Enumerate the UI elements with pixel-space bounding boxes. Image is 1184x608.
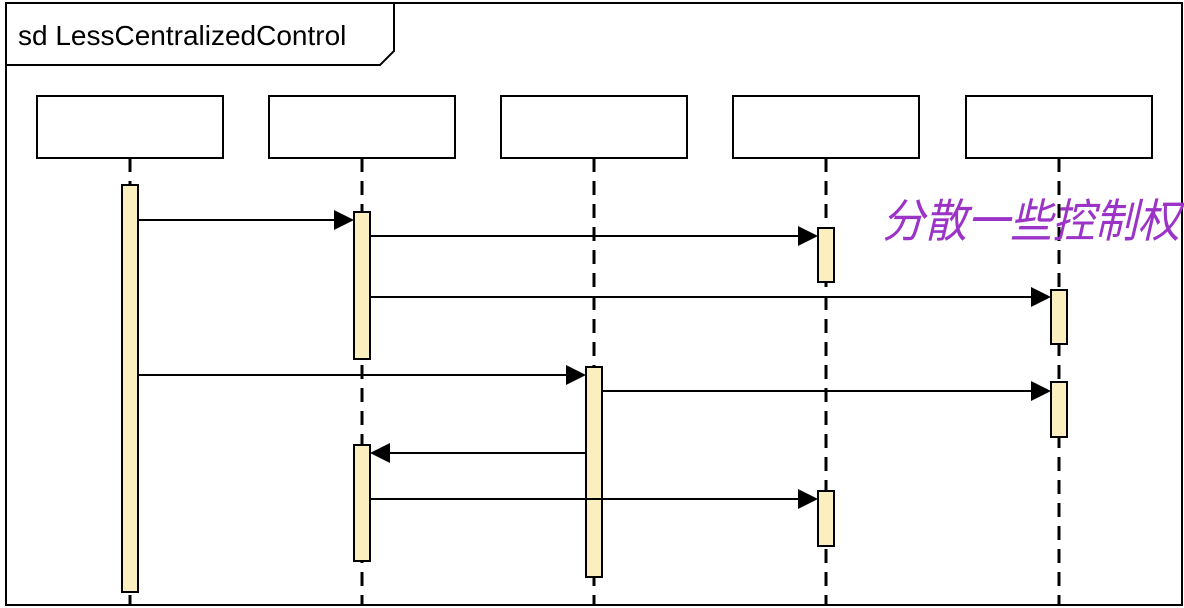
handwritten-note: 分散一些控制权 xyxy=(882,194,1184,248)
activation-bar xyxy=(1050,381,1068,438)
lifeline-head-4 xyxy=(732,95,920,159)
message-arrowhead xyxy=(798,226,818,246)
frame-title-tab xyxy=(6,3,395,66)
activations xyxy=(121,184,1068,593)
activation-bar xyxy=(585,366,603,578)
message-arrowhead xyxy=(1031,287,1051,307)
lifeline-head-5 xyxy=(965,95,1153,159)
message-arrowhead xyxy=(370,443,390,463)
activation-bar xyxy=(817,227,835,283)
message-arrowhead xyxy=(334,210,354,230)
lifeline-head-3 xyxy=(500,95,688,159)
activation-bar xyxy=(353,211,371,360)
message-arrowhead xyxy=(1031,381,1051,401)
activation-bar xyxy=(353,444,371,562)
frame-title: sd LessCentralizedControl xyxy=(18,20,346,51)
messages xyxy=(138,210,1051,509)
lifeline-head-2 xyxy=(268,95,456,159)
message-arrowhead xyxy=(798,489,818,509)
activation-bar xyxy=(1050,289,1068,345)
activation-bar xyxy=(817,490,835,547)
message-arrowhead xyxy=(566,365,586,385)
activation-bar xyxy=(121,184,139,593)
lifeline-head-1 xyxy=(36,95,224,159)
